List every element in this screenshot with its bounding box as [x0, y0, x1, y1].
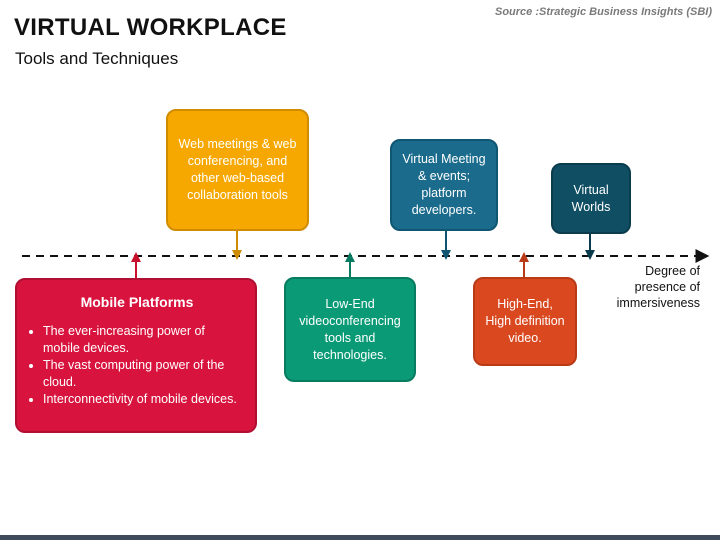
connector-web-meetings — [232, 231, 242, 260]
web-meetings-box: Web meetings & web conferencing, and oth… — [166, 109, 309, 231]
low-end-box: Low-End videoconferencing tools and tech… — [284, 277, 416, 382]
mobile-bullet: The ever-increasing power of mobile devi… — [43, 323, 245, 357]
high-end-text: High-End, High definition video. — [485, 297, 565, 345]
high-end-box: High-End, High definition video. — [473, 277, 577, 366]
virtual-meeting-text: Virtual Meeting & events; platform devel… — [402, 152, 486, 217]
low-end-text: Low-End videoconferencing tools and tech… — [299, 296, 401, 362]
connector-virtual-meeting — [441, 231, 451, 260]
mobile-platforms-list: The ever-increasing power of mobile devi… — [29, 323, 245, 408]
page-title: VIRTUAL WORKPLACE — [14, 14, 287, 41]
mobile-platforms-heading: Mobile Platforms — [80, 294, 194, 310]
connector-low-end — [345, 252, 355, 277]
virtual-worlds-box: Virtual Worlds — [551, 163, 631, 234]
virtual-meeting-box: Virtual Meeting & events; platform devel… — [390, 139, 498, 231]
axis-label: Degree of presence of immersiveness — [616, 264, 700, 310]
page-subtitle: Tools and Techniques — [15, 49, 179, 68]
connector-mobile — [131, 252, 141, 278]
connector-virtual-worlds — [585, 234, 595, 260]
mobile-platforms-box: Mobile Platforms The ever-increasing pow… — [15, 278, 257, 433]
connector-high-end — [519, 252, 529, 277]
footer-bar — [0, 535, 720, 540]
web-meetings-text: Web meetings & web conferencing, and oth… — [178, 137, 297, 202]
mobile-bullet: The vast computing power of the cloud. — [43, 357, 245, 391]
virtual-worlds-text: Virtual Worlds — [571, 182, 611, 214]
mobile-bullet: Interconnectivity of mobile devices. — [43, 391, 245, 408]
source-note: Source :Strategic Business Insights (SBI… — [495, 6, 712, 18]
